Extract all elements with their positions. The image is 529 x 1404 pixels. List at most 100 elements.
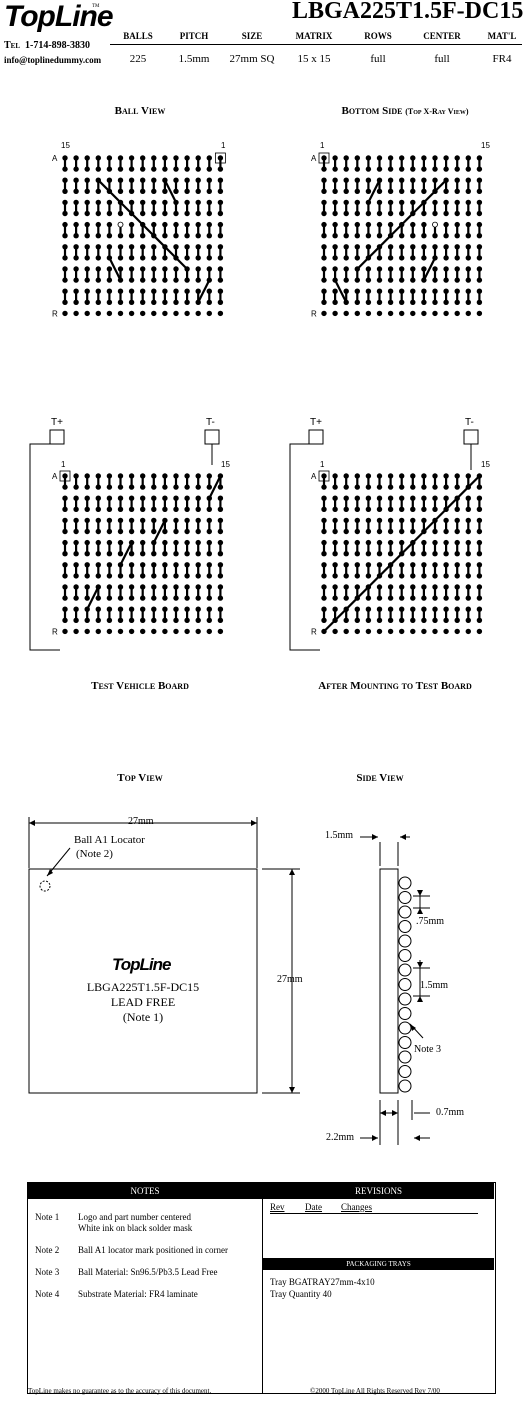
solder-ball (343, 166, 349, 172)
solder-ball (332, 288, 338, 294)
solder-ball (117, 506, 124, 512)
diagonal-trace (345, 586, 370, 610)
package-lead-free: LEAD FREE (110, 995, 176, 1009)
solder-ball (387, 255, 394, 261)
solder-ball (343, 484, 349, 490)
solder-ball (365, 573, 372, 579)
solder-ball (84, 517, 90, 524)
solder-ball (184, 595, 190, 601)
solder-ball (62, 177, 68, 183)
solder-ball (128, 199, 135, 206)
solder-ball (95, 221, 102, 228)
solder-ball (387, 584, 394, 590)
col-15-label: 15 (481, 141, 490, 150)
bottom-side-main: Bottom Side (341, 105, 403, 117)
solder-ball (399, 255, 405, 261)
solder-ball (321, 233, 327, 239)
solder-ball (217, 310, 224, 317)
side-substrate (379, 868, 399, 1094)
solder-ball (443, 606, 449, 612)
spec-value: 27mm SQ (229, 53, 275, 65)
solder-ball (195, 562, 201, 568)
solder-ball (195, 495, 201, 501)
solder-ball (454, 233, 460, 239)
solder-ball (128, 584, 135, 590)
solder-ball (95, 495, 102, 501)
solder-ball (376, 484, 383, 490)
solder-ball (151, 310, 157, 317)
solder-ball (162, 539, 168, 546)
solder-ball (73, 573, 79, 579)
solder-ball (151, 177, 157, 183)
solder-ball (117, 551, 124, 557)
side-view-title: Side View (356, 772, 404, 784)
solder-ball (465, 595, 471, 601)
solder-ball (365, 539, 372, 546)
solder-ball (73, 155, 79, 161)
solder-ball (465, 506, 471, 512)
diagonal-trace (119, 542, 133, 566)
solder-ball (106, 288, 113, 294)
solder-ball (343, 506, 349, 512)
solder-ball (140, 155, 146, 161)
solder-ball (151, 573, 157, 579)
solder-ball (206, 221, 212, 228)
solder-ball (106, 177, 113, 183)
solder-ball (206, 473, 212, 479)
solder-ball (173, 177, 179, 183)
solder-ball (454, 584, 460, 590)
footer-disclaimer: TopLine makes no guarantee as to the acc… (28, 1387, 212, 1395)
solder-ball (140, 210, 146, 217)
solder-ball (217, 551, 224, 557)
solder-ball (343, 528, 349, 535)
solder-ball (162, 188, 168, 194)
solder-ball (321, 506, 327, 512)
solder-ball (410, 495, 416, 501)
solder-ball (443, 562, 449, 568)
solder-ball (195, 506, 201, 512)
solder-ball (62, 584, 68, 590)
solder-ball (217, 221, 224, 228)
solder-ball (73, 473, 79, 479)
solder-ball (432, 288, 438, 294)
solder-ball (151, 166, 157, 172)
solder-ball (206, 573, 212, 579)
solder-ball (443, 495, 449, 501)
solder-ball (128, 495, 135, 501)
solder-ball (387, 628, 394, 635)
solder-ball (332, 484, 338, 490)
solder-ball (84, 188, 90, 194)
solder-ball (332, 573, 338, 579)
solder-ball (95, 484, 102, 490)
solder-ball (321, 551, 327, 557)
solder-ball (421, 617, 427, 623)
solder-ball (106, 233, 113, 239)
locator-label: Ball A1 Locator (74, 834, 145, 846)
side-ball (398, 1021, 412, 1035)
solder-ball (162, 255, 168, 261)
solder-ball (399, 288, 405, 294)
solder-ball (151, 606, 157, 612)
solder-ball (476, 628, 483, 635)
solder-ball (195, 606, 201, 612)
solder-ball (376, 517, 383, 524)
solder-ball (387, 155, 394, 161)
solder-ball (365, 221, 372, 228)
solder-ball (343, 584, 349, 590)
solder-ball (454, 199, 460, 206)
solder-ball (443, 166, 449, 172)
solder-ball (476, 551, 483, 557)
solder-ball (73, 277, 79, 283)
solder-ball (432, 177, 438, 183)
solder-ball (162, 199, 168, 206)
solder-ball (421, 506, 427, 512)
solder-ball (421, 595, 427, 601)
side-ball (398, 876, 412, 890)
solder-ball (399, 584, 405, 590)
solder-ball (184, 210, 190, 217)
solder-ball (95, 551, 102, 557)
solder-ball (354, 244, 360, 250)
solder-ball (354, 233, 360, 239)
solder-ball (140, 606, 146, 612)
solder-ball (117, 244, 124, 250)
